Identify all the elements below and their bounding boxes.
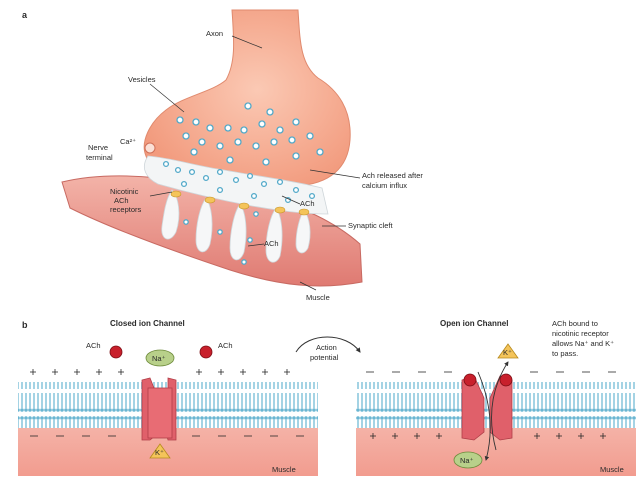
calcium-channel-icon xyxy=(145,143,155,153)
closed-channel-diagram: Closed ion Channel ACh ACh Na⁺ K⁺ Muscle xyxy=(18,319,318,476)
label-muscle-left: Muscle xyxy=(272,465,296,474)
label-nicotinic-2: ACh xyxy=(114,196,129,205)
label-ach-released-1: Ach released after xyxy=(362,171,423,180)
ach-molecule-right xyxy=(200,346,212,358)
label-ach-receptor: ACh xyxy=(264,239,279,248)
label-potassium-open: K⁺ xyxy=(503,348,512,357)
bound-ach-right xyxy=(500,374,512,386)
label-ach-cleft: ACh xyxy=(300,199,315,208)
label-muscle: Muscle xyxy=(306,293,330,302)
closed-channel-body xyxy=(148,388,172,438)
label-synaptic-cleft: Synaptic cleft xyxy=(348,221,394,230)
label-vesicles: Vesicles xyxy=(128,75,156,84)
label-sodium: Na⁺ xyxy=(152,354,166,363)
label-ach-right: ACh xyxy=(218,341,233,350)
label-axon: Axon xyxy=(206,29,223,38)
label-potassium: K⁺ xyxy=(155,448,164,457)
open-note-3: allows Na⁺ and K⁺ xyxy=(552,339,614,348)
label-nicotinic-3: receptors xyxy=(110,205,142,214)
panel-b-letter: b xyxy=(22,320,28,330)
label-nicotinic-1: Nicotinic xyxy=(110,187,139,196)
open-note-2: nicotinic receptor xyxy=(552,329,609,338)
label-ach-left: ACh xyxy=(86,341,101,350)
label-sodium-open: Na⁺ xyxy=(460,456,474,465)
label-action-1: Action xyxy=(316,343,337,352)
label-action-2: potential xyxy=(310,353,339,362)
panel-b: b xyxy=(18,319,636,476)
label-muscle-right: Muscle xyxy=(600,465,624,474)
label-ach-released-2: calcium influx xyxy=(362,181,407,190)
panel-a-letter: a xyxy=(22,10,28,20)
ach-molecule-left xyxy=(110,346,122,358)
closed-channel-title: Closed ion Channel xyxy=(110,319,185,328)
open-note-4: to pass. xyxy=(552,349,578,358)
bound-ach-left xyxy=(464,374,476,386)
open-note-1: ACh bound to xyxy=(552,319,598,328)
label-calcium: Ca²⁺ xyxy=(120,137,136,146)
label-nerve-terminal-2: terminal xyxy=(86,153,113,162)
panel-a: a xyxy=(22,10,423,302)
label-nerve-terminal-1: Nerve xyxy=(88,143,108,152)
open-channel-title: Open ion Channel xyxy=(440,319,508,328)
open-channel-diagram: Open ion Channel ACh bound to nicotinic … xyxy=(356,319,636,476)
